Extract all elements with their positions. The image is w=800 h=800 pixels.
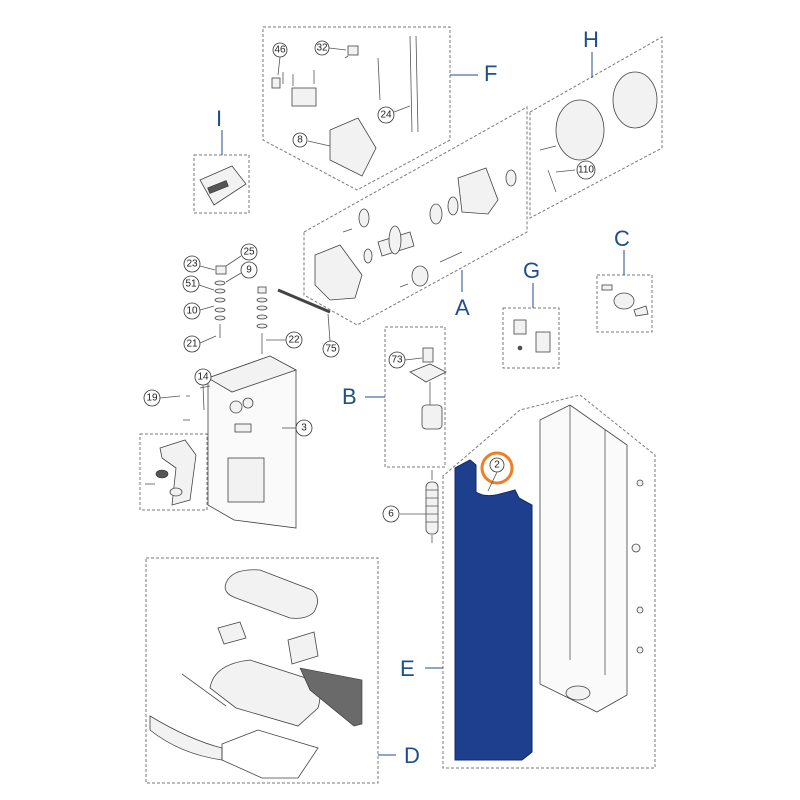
part-top-cover bbox=[224, 569, 318, 619]
part-bracket-right bbox=[287, 631, 319, 665]
part-32 bbox=[347, 45, 359, 56]
svg-text:23: 23 bbox=[186, 259, 198, 270]
part-cabinet-frame bbox=[539, 404, 628, 713]
callout-73: 73 bbox=[388, 351, 423, 369]
part-gear bbox=[411, 265, 429, 287]
part-gear-housing-right bbox=[457, 167, 499, 215]
group-label-g: G bbox=[523, 258, 540, 283]
group-i bbox=[193, 130, 250, 214]
part-side-panel bbox=[149, 715, 223, 761]
svg-text:6: 6 bbox=[388, 509, 394, 520]
svg-text:21: 21 bbox=[186, 339, 198, 350]
svg-text:51: 51 bbox=[185, 279, 197, 290]
part-motor bbox=[421, 404, 443, 430]
group-label-h: H bbox=[583, 27, 599, 52]
part-fan-disc bbox=[555, 99, 605, 161]
group-label-e: E bbox=[400, 656, 415, 681]
group-d bbox=[145, 557, 396, 784]
part-g-plate bbox=[535, 331, 551, 353]
part-pin bbox=[547, 169, 557, 193]
part-frame bbox=[221, 729, 319, 779]
callout-110: 110 bbox=[576, 160, 596, 180]
part-75-rod bbox=[277, 288, 331, 314]
callout-75: 75 bbox=[322, 313, 340, 358]
part-3-mounting-plate bbox=[183, 355, 297, 529]
group-c bbox=[596, 250, 653, 333]
part-73-spring bbox=[422, 347, 434, 363]
part-encoder-disc bbox=[612, 71, 658, 129]
svg-text:10: 10 bbox=[186, 306, 198, 317]
group-label-d: D bbox=[404, 743, 420, 768]
callout-10: 10 bbox=[183, 302, 215, 320]
part-motor-bracket bbox=[409, 363, 447, 383]
svg-text:46: 46 bbox=[274, 45, 286, 56]
callout-25: 25 bbox=[225, 243, 258, 267]
group-label-i: I bbox=[216, 106, 222, 131]
svg-text:9: 9 bbox=[246, 265, 252, 276]
group-hinge-box bbox=[139, 433, 208, 511]
group-h bbox=[529, 36, 663, 219]
svg-text:3: 3 bbox=[301, 423, 307, 434]
hardware-stack bbox=[214, 265, 331, 354]
group-label-a: A bbox=[455, 295, 470, 320]
svg-text:24: 24 bbox=[380, 110, 392, 121]
callout-9: 9 bbox=[225, 261, 258, 283]
group-label-b: B bbox=[342, 384, 357, 409]
callout-8: 8 bbox=[292, 132, 308, 148]
svg-text:25: 25 bbox=[243, 247, 255, 258]
callout-32: 32 bbox=[314, 40, 347, 56]
group-label-c: C bbox=[614, 226, 630, 251]
part-relay bbox=[291, 87, 317, 107]
svg-text:22: 22 bbox=[288, 335, 300, 346]
callout-14: 14 bbox=[194, 368, 212, 411]
callout-19: 19 bbox=[143, 389, 181, 407]
callout-21: 21 bbox=[183, 335, 217, 353]
callout-6: 6 bbox=[382, 505, 400, 523]
part-24-harness bbox=[409, 35, 419, 133]
part-bracket-left bbox=[217, 621, 247, 645]
part-6-spring bbox=[400, 470, 439, 543]
group-e bbox=[425, 394, 656, 769]
part-25-nut bbox=[215, 265, 227, 275]
callout-22: 22 bbox=[266, 331, 303, 349]
part-flange bbox=[388, 225, 402, 255]
svg-text:8: 8 bbox=[297, 135, 303, 146]
svg-text:73: 73 bbox=[391, 355, 403, 366]
callout-46: 46 bbox=[272, 42, 288, 76]
svg-text:2: 2 bbox=[494, 460, 500, 471]
callout-2-highlighted: 2 bbox=[480, 451, 514, 492]
part-46-clip bbox=[271, 77, 281, 89]
part-bearing bbox=[358, 208, 370, 228]
svg-text:75: 75 bbox=[325, 344, 337, 355]
svg-text:14: 14 bbox=[197, 372, 209, 383]
part-gasket-strip bbox=[299, 667, 363, 727]
group-g bbox=[502, 283, 560, 369]
group-b bbox=[365, 326, 447, 468]
part-8-cover bbox=[329, 117, 377, 177]
callout-24: 24 bbox=[377, 105, 411, 124]
part-gear-housing-left bbox=[314, 244, 363, 301]
group-label-f: F bbox=[484, 61, 497, 86]
part-cable bbox=[377, 57, 381, 101]
part-g-bracket bbox=[513, 319, 527, 335]
group-f bbox=[262, 26, 451, 191]
group-a bbox=[303, 106, 528, 326]
callout-51: 51 bbox=[182, 275, 215, 293]
part-2-front-panel bbox=[454, 459, 533, 761]
part-hinge-bracket bbox=[159, 439, 197, 506]
svg-text:19: 19 bbox=[146, 393, 158, 404]
part-c-knob bbox=[613, 292, 635, 310]
callout-3: 3 bbox=[282, 419, 313, 437]
svg-text:110: 110 bbox=[578, 165, 594, 176]
callout-23: 23 bbox=[183, 255, 216, 273]
svg-text:32: 32 bbox=[316, 43, 328, 54]
